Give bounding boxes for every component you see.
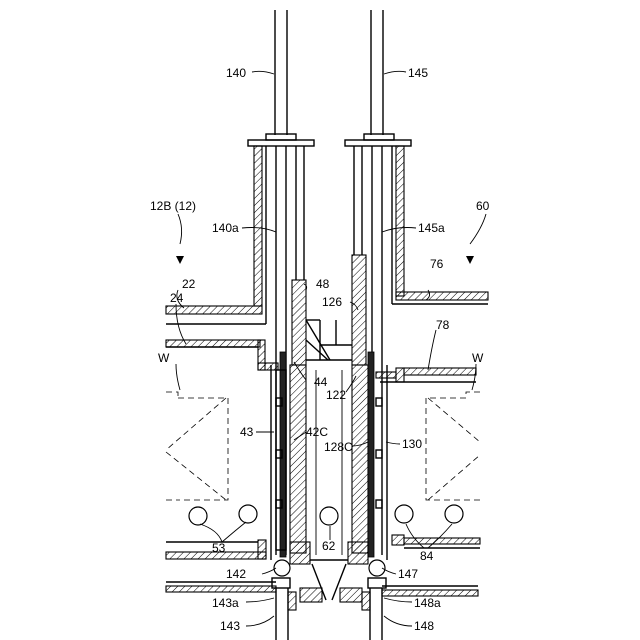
label-43: 43 xyxy=(240,425,254,439)
wafer-left xyxy=(166,392,228,500)
wall-78 xyxy=(376,368,476,382)
arrow-12b-icon xyxy=(176,256,184,264)
flange-right xyxy=(345,134,411,146)
label-62: 62 xyxy=(322,539,336,553)
label-24: 24 xyxy=(170,291,184,305)
member-126 xyxy=(352,255,366,365)
rollers-53 xyxy=(189,505,257,525)
bearing-142 xyxy=(272,560,290,588)
wall-24 xyxy=(166,340,278,370)
bearing-147 xyxy=(368,560,386,588)
label-122: 122 xyxy=(326,388,346,402)
label-w-left: W xyxy=(158,351,170,365)
label-130: 130 xyxy=(402,437,422,451)
rollers-84 xyxy=(395,505,463,523)
label-22: 22 xyxy=(182,277,196,291)
bridge xyxy=(306,320,352,360)
label-53: 53 xyxy=(212,541,226,555)
label-148a: 148a xyxy=(414,596,441,610)
label-126: 126 xyxy=(322,295,342,309)
label-145: 145 xyxy=(408,66,428,80)
label-48: 48 xyxy=(316,277,330,291)
label-60: 60 xyxy=(476,199,490,213)
wafer-right xyxy=(426,392,480,500)
label-84: 84 xyxy=(420,549,434,563)
label-44: 44 xyxy=(314,375,328,389)
label-148: 148 xyxy=(414,619,434,633)
label-140a: 140a xyxy=(212,221,239,235)
arrow-60-icon xyxy=(466,256,474,264)
label-143: 143 xyxy=(220,619,240,633)
flange-left xyxy=(248,134,314,146)
roller-62 xyxy=(320,507,338,525)
shaft-148 xyxy=(362,588,382,640)
label-143a: 143a xyxy=(212,596,239,610)
label-128c: 128C xyxy=(324,440,353,454)
shaft-145 xyxy=(371,10,383,135)
label-142: 142 xyxy=(226,567,246,581)
chamber-right-bottom xyxy=(382,535,480,596)
label-12b: 12B (12) xyxy=(150,199,196,213)
label-147: 147 xyxy=(398,567,418,581)
label-145a: 145a xyxy=(418,221,445,235)
shaft-143 xyxy=(276,588,296,640)
member-48 xyxy=(292,280,306,365)
label-76: 76 xyxy=(430,257,444,271)
shaft-140 xyxy=(275,10,287,135)
label-42c: 42C xyxy=(306,425,328,439)
label-140: 140 xyxy=(226,66,246,80)
label-w-right: W xyxy=(472,351,484,365)
label-78: 78 xyxy=(436,318,450,332)
